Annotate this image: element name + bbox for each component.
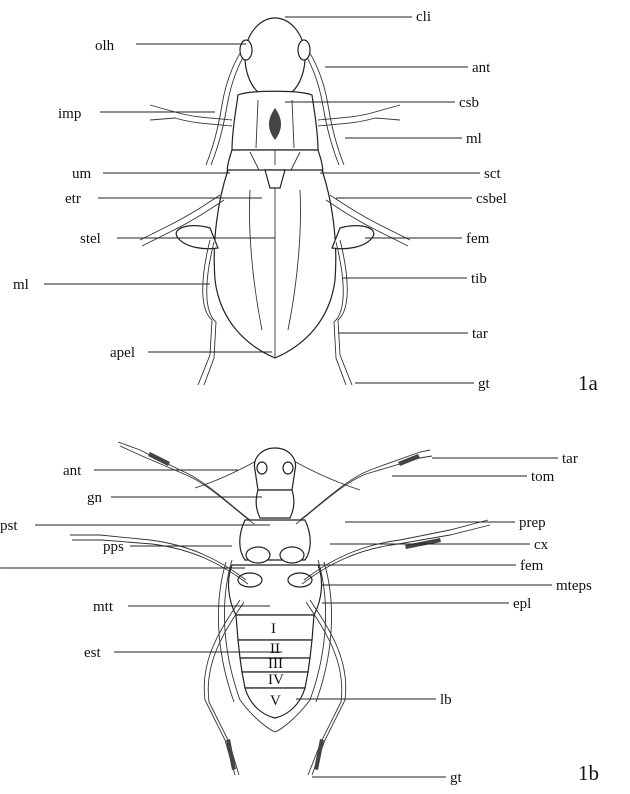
label-cli: cli <box>416 9 431 25</box>
label-tar: tar <box>472 326 488 342</box>
panel-label-1a: 1a <box>578 371 599 395</box>
label-mteps: mteps <box>556 578 592 594</box>
beetle-dorsal-view <box>140 18 410 385</box>
label-prep: prep <box>519 515 546 531</box>
label-csb: csb <box>459 95 479 111</box>
label-pps: pps <box>103 539 124 555</box>
label-lb: lb <box>440 692 452 708</box>
label-tom: tom <box>531 469 555 485</box>
label-cx: cx <box>534 537 549 553</box>
sternite-I: I <box>271 621 276 637</box>
label-t: t <box>0 561 1 577</box>
sternite-V: V <box>270 693 281 709</box>
label-olh: olh <box>95 38 115 54</box>
label-ml-right: ml <box>466 131 482 147</box>
label-tar-1b: tar <box>562 451 578 467</box>
label-ant: ant <box>472 60 491 76</box>
label-fem: fem <box>466 231 490 247</box>
label-epl: epl <box>513 596 531 612</box>
sternite-III: III <box>268 656 283 672</box>
sternite-IV: IV <box>268 672 284 688</box>
sternite-II: II <box>270 641 280 657</box>
label-imp: imp <box>58 106 81 122</box>
beetle-ventral-view <box>70 442 490 775</box>
label-gn: gn <box>87 490 103 506</box>
panel-label-1b: 1b <box>578 761 599 785</box>
label-csbel: csbel <box>476 191 507 207</box>
label-pst: pst <box>0 518 18 534</box>
label-ml-left: ml <box>13 277 29 293</box>
label-um: um <box>72 166 92 182</box>
label-gt-1b: gt <box>450 770 463 786</box>
label-gt: gt <box>478 376 491 392</box>
label-tib: tib <box>471 271 487 287</box>
label-etr: etr <box>65 191 81 207</box>
label-ant-1b: ant <box>63 463 82 479</box>
label-stel: stel <box>80 231 101 247</box>
label-apel: apel <box>110 345 135 361</box>
label-sct: sct <box>484 166 501 182</box>
label-est: est <box>84 645 101 661</box>
label-mtt: mtt <box>93 599 114 615</box>
label-fem-1b: fem <box>520 558 544 574</box>
